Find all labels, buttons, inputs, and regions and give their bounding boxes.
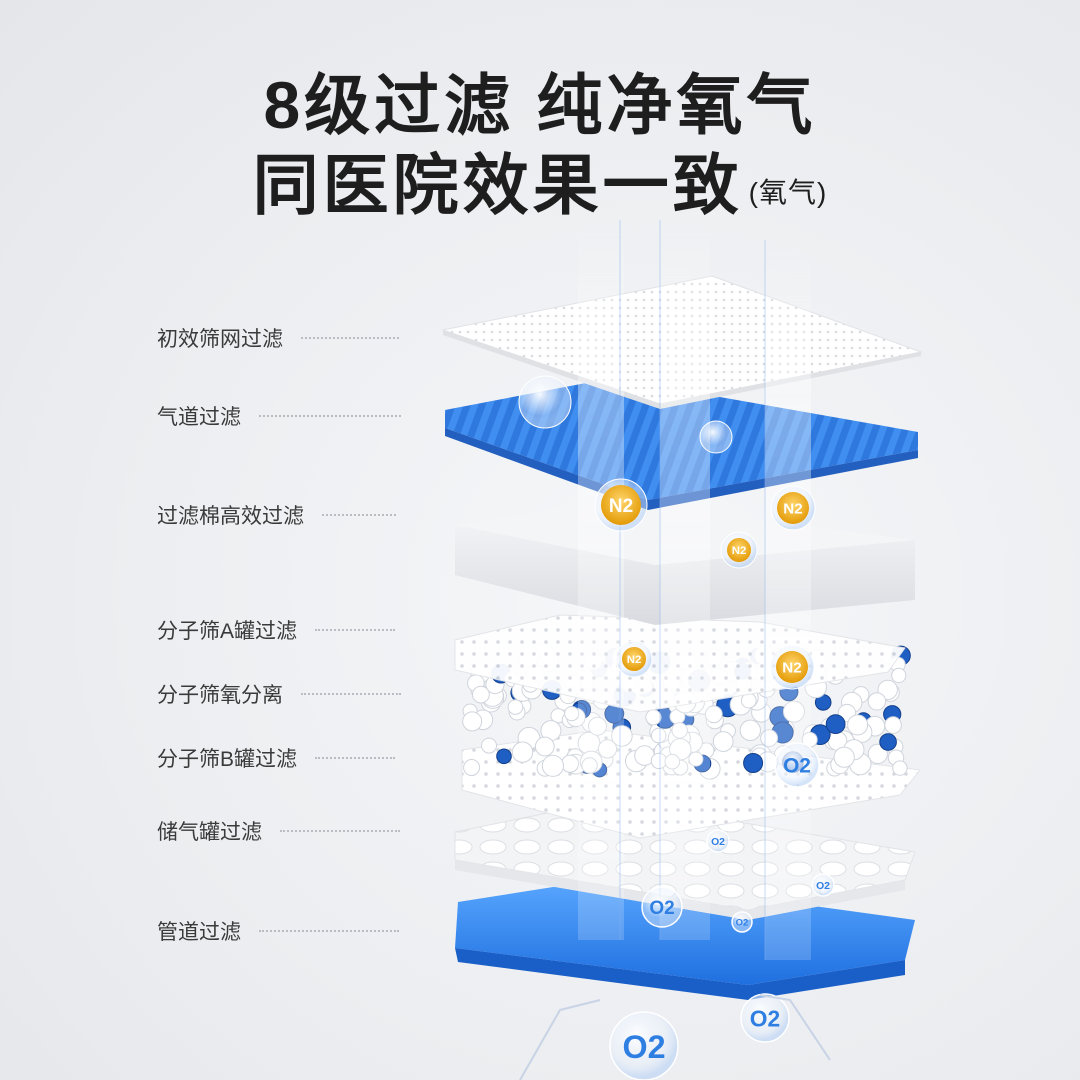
oxygen-molecule: O2 bbox=[706, 829, 730, 853]
molecule-label: O2 bbox=[711, 837, 725, 848]
white-sieve-bead bbox=[833, 746, 855, 768]
molecule-label: O2 bbox=[783, 755, 811, 778]
white-sieve-bead bbox=[560, 754, 580, 773]
white-sieve-bead bbox=[892, 760, 908, 776]
white-sieve-bead bbox=[891, 667, 907, 684]
nitrogen-molecule: N2 bbox=[615, 640, 653, 678]
label-text: 分子筛B罐过滤 bbox=[157, 748, 298, 771]
oxygen-molecule: O2 bbox=[811, 873, 835, 897]
nitrogen-molecule: N2 bbox=[769, 644, 815, 690]
white-sieve-bead bbox=[645, 709, 662, 726]
white-sieve-bead bbox=[847, 714, 869, 736]
molecule-label: N2 bbox=[609, 496, 633, 517]
blue-sieve-bead bbox=[879, 733, 897, 751]
molecule-label: O2 bbox=[750, 1005, 780, 1031]
label-oxygen-separation: 分子筛氧分离 bbox=[157, 679, 401, 709]
white-sieve-bead bbox=[472, 685, 490, 704]
oxygen-molecule: O2 bbox=[740, 993, 790, 1043]
nitrogen-molecule: N2 bbox=[720, 531, 758, 569]
light-beams bbox=[578, 220, 811, 960]
white-sieve-bead bbox=[481, 737, 497, 754]
label-text: 管道过滤 bbox=[157, 921, 241, 944]
white-sieve-bead bbox=[507, 699, 524, 715]
molecule-label: O2 bbox=[816, 881, 830, 892]
label-text: 储气罐过滤 bbox=[157, 821, 262, 844]
leader-line bbox=[259, 930, 399, 932]
oxygen-molecule: O2 bbox=[774, 742, 820, 788]
headline-main: 同医院效果一致 bbox=[252, 148, 743, 222]
white-sieve-bead bbox=[564, 706, 580, 722]
label-text: 分子筛氧分离 bbox=[157, 684, 283, 707]
air-bubbles bbox=[518, 375, 733, 454]
oxygen-molecule: O2 bbox=[731, 911, 753, 933]
label-tank-filter: 储气罐过滤 bbox=[157, 816, 400, 846]
headline-line-1: 8级过滤 纯净氧气 bbox=[263, 68, 817, 142]
white-sieve-bead bbox=[463, 759, 481, 776]
headline-line-2: 同医院效果一致(氧气) bbox=[0, 132, 1080, 228]
label-text: 分子筛A罐过滤 bbox=[157, 620, 298, 643]
white-sieve-bead bbox=[867, 743, 888, 765]
white-sieve-bead bbox=[462, 711, 483, 732]
molecule-label: N2 bbox=[782, 660, 801, 677]
white-sieve-bead bbox=[712, 731, 734, 752]
label-text: 初效筛网过滤 bbox=[157, 328, 283, 351]
oxygen-molecule: O2 bbox=[641, 886, 683, 928]
label-sieve-b-filter: 分子筛B罐过滤 bbox=[157, 743, 396, 773]
oxygen-outlet bbox=[519, 994, 831, 1080]
label-airway-filter: 气道过滤 bbox=[157, 401, 401, 431]
molecule-label: N2 bbox=[732, 545, 747, 557]
molecule-label: O2 bbox=[736, 918, 749, 929]
leader-line bbox=[301, 693, 401, 695]
white-sieve-bead bbox=[739, 719, 761, 741]
white-sieve-bead bbox=[511, 741, 534, 763]
leader-line bbox=[259, 415, 401, 417]
white-sieve-bead bbox=[867, 692, 887, 711]
label-initial-mesh-filter: 初效筛网过滤 bbox=[157, 323, 399, 353]
molecule-label: O2 bbox=[649, 898, 674, 919]
leader-line bbox=[315, 629, 396, 631]
leader-line bbox=[280, 830, 400, 832]
nitrogen-molecule: N2 bbox=[770, 485, 816, 531]
white-sieve-bead bbox=[534, 736, 555, 757]
label-text: 过滤棉高效过滤 bbox=[157, 505, 304, 528]
blue-sieve-bead bbox=[743, 753, 764, 773]
leader-line bbox=[315, 757, 396, 759]
nitrogen-molecule: N2 bbox=[594, 478, 648, 532]
label-pipe-filter: 管道过滤 bbox=[157, 916, 399, 946]
headline-note: (氧气) bbox=[748, 176, 828, 208]
label-sieve-a-filter: 分子筛A罐过滤 bbox=[157, 615, 396, 645]
molecule-label: O2 bbox=[622, 1029, 665, 1065]
white-sieve-bead bbox=[884, 716, 902, 734]
oxygen-molecule: O2 bbox=[609, 1011, 679, 1080]
leader-line bbox=[301, 337, 399, 339]
white-sieve-bead bbox=[541, 754, 565, 777]
blue-sieve-bead bbox=[496, 748, 512, 765]
label-cotton-hepa-filter: 过滤棉高效过滤 bbox=[157, 500, 396, 530]
blue-sieve-bead bbox=[825, 714, 846, 734]
label-text: 气道过滤 bbox=[157, 406, 241, 429]
molecule-label: N2 bbox=[627, 654, 642, 666]
leader-line bbox=[322, 514, 396, 516]
molecule-label: N2 bbox=[783, 501, 802, 518]
